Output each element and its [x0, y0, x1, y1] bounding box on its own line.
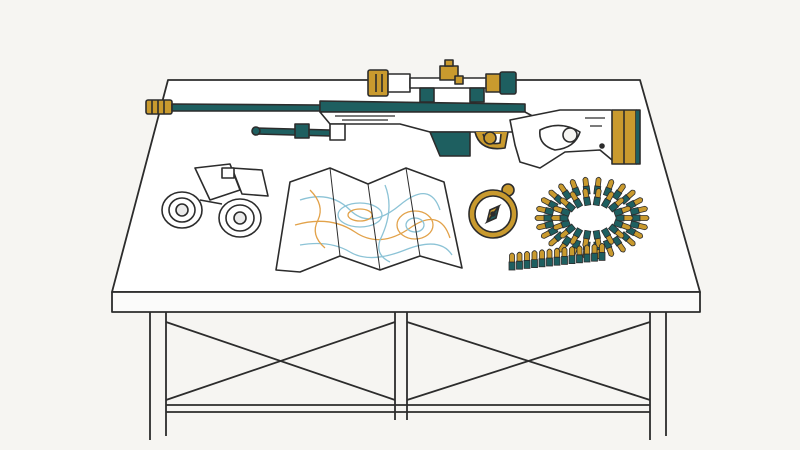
- cartridge: [536, 220, 555, 231]
- topographic-map: [275, 167, 463, 273]
- cartridge: [591, 243, 598, 262]
- cartridge: [546, 248, 553, 267]
- cartridge: [615, 214, 634, 222]
- cartridge: [516, 251, 523, 270]
- cartridge: [569, 191, 584, 209]
- cartridge: [611, 183, 626, 201]
- cartridge: [550, 214, 569, 222]
- cartridge: [534, 214, 553, 222]
- cartridge: [508, 252, 516, 271]
- cartridge: [607, 223, 625, 239]
- cartridge: [568, 246, 576, 265]
- cartridge: [561, 247, 568, 265]
- cartridge: [600, 227, 615, 245]
- cartridge: [631, 214, 650, 222]
- cartridge: [582, 188, 592, 207]
- cartridge: [553, 247, 561, 266]
- rifle-scope: [367, 59, 517, 103]
- cartridge: [552, 205, 571, 217]
- cartridge: [576, 245, 583, 264]
- cartridge: [613, 219, 632, 231]
- binoculars: [161, 163, 269, 238]
- cartridge: [523, 251, 531, 269]
- cartridge: [558, 183, 573, 201]
- cartridge: [538, 249, 546, 268]
- cartridge: [600, 191, 615, 209]
- cartridge: [583, 244, 591, 263]
- cartridge: [611, 235, 626, 253]
- cartridge: [629, 220, 648, 231]
- cartridge: [569, 227, 584, 245]
- cartridge: [531, 250, 538, 269]
- cartridge: [592, 188, 602, 207]
- compass: [468, 183, 518, 239]
- ammunition-belt: [508, 176, 650, 271]
- cartridge: [598, 243, 606, 261]
- cartridge: [536, 205, 555, 216]
- cartridge: [607, 197, 625, 213]
- sniper-rifle: [145, 99, 641, 169]
- cartridge: [559, 197, 577, 213]
- cartridge: [559, 223, 577, 239]
- cartridge: [613, 205, 632, 217]
- cartridge: [569, 179, 582, 198]
- cartridge: [552, 219, 571, 231]
- cartridge: [629, 205, 648, 216]
- bipod: [251, 123, 346, 141]
